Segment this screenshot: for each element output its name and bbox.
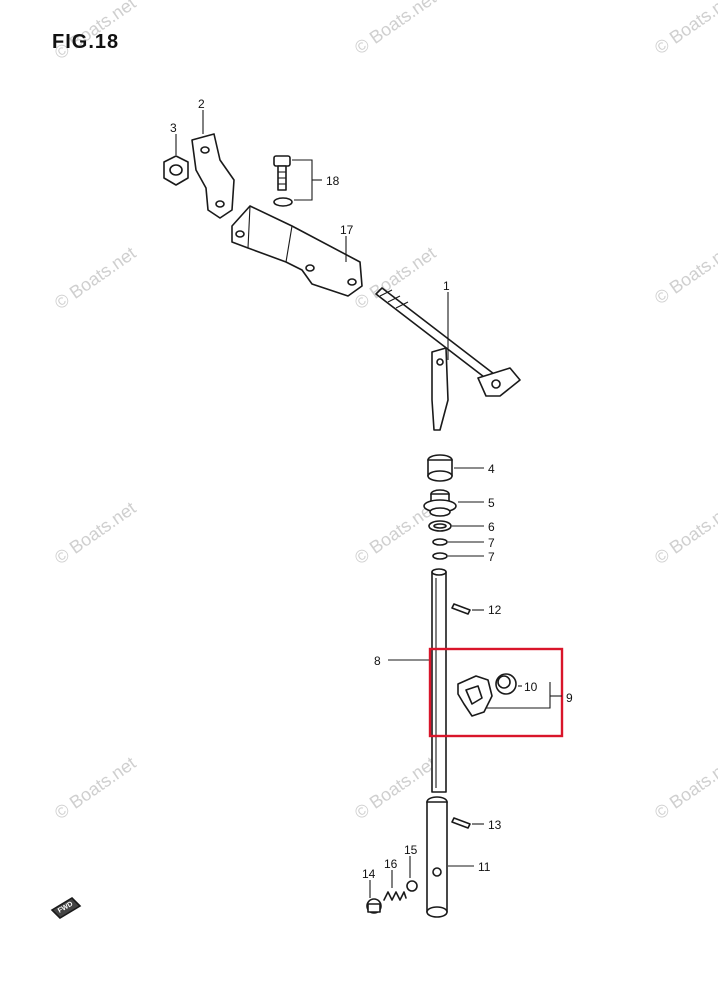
- part-7-o-ring-lower[interactable]: [432, 552, 448, 560]
- part-18-bolt[interactable]: [273, 155, 293, 207]
- callout-4[interactable]: 4: [488, 462, 495, 476]
- watermark-9: © Boats.net: [651, 498, 718, 568]
- callout-9[interactable]: 9: [566, 691, 573, 705]
- watermarks: © Boats.net © Boats.net © Boats.net © Bo…: [51, 0, 718, 823]
- callout-2[interactable]: 2: [198, 97, 205, 111]
- callout-11[interactable]: 11: [478, 860, 491, 874]
- bracket-18: [292, 159, 313, 201]
- part-17-lever[interactable]: [231, 205, 363, 297]
- callout-7-lower[interactable]: 7: [488, 550, 495, 564]
- callout-1[interactable]: 1: [443, 279, 450, 293]
- figure-title: FIG.18: [52, 31, 119, 53]
- part-4-grommet[interactable]: [427, 454, 453, 482]
- part-3-nut[interactable]: [163, 155, 189, 186]
- callout-16[interactable]: 16: [384, 857, 398, 871]
- callout-15[interactable]: 15: [404, 843, 418, 857]
- part-7-o-ring-upper[interactable]: [432, 538, 448, 546]
- watermark-10: © Boats.net: [51, 753, 140, 823]
- callout-14[interactable]: 14: [362, 867, 376, 881]
- fwd-badge: FWD: [50, 896, 82, 920]
- part-6-o-ring[interactable]: [428, 520, 452, 532]
- callout-7-upper[interactable]: 7: [488, 536, 495, 550]
- callout-3[interactable]: 3: [170, 121, 177, 135]
- part-12-pin[interactable]: [451, 603, 471, 615]
- callout-10[interactable]: 10: [524, 680, 538, 694]
- part-13-pin[interactable]: [451, 817, 471, 829]
- part-9-shift-cam[interactable]: [457, 675, 493, 717]
- part-11-lower-shaft[interactable]: [426, 796, 448, 918]
- part-14-plunger[interactable]: [366, 898, 382, 914]
- watermark-7: © Boats.net: [51, 498, 140, 568]
- watermark-6: © Boats.net: [651, 238, 718, 308]
- watermark-12: © Boats.net: [651, 753, 718, 823]
- part-2-bracket[interactable]: [191, 133, 235, 219]
- callout-6[interactable]: 6: [488, 520, 495, 534]
- part-16-spring[interactable]: [383, 891, 407, 901]
- part-15-ball[interactable]: [406, 880, 418, 892]
- callout-18[interactable]: 18: [326, 174, 340, 188]
- highlight-box-part-9: [428, 647, 564, 738]
- callout-12[interactable]: 12: [488, 603, 502, 617]
- watermark-3: © Boats.net: [651, 0, 718, 58]
- callout-13[interactable]: 13: [488, 818, 502, 832]
- watermark-2: © Boats.net: [351, 0, 440, 58]
- part-1-shift-rod[interactable]: [375, 287, 521, 431]
- callout-5[interactable]: 5: [488, 496, 495, 510]
- bracket-9: [486, 682, 551, 709]
- part-5-bushing[interactable]: [423, 489, 457, 517]
- part-10-roller[interactable]: [495, 673, 517, 695]
- callout-8[interactable]: 8: [374, 654, 381, 668]
- part-8-shaft[interactable]: [431, 568, 447, 793]
- watermark-4: © Boats.net: [51, 243, 140, 313]
- callout-17[interactable]: 17: [340, 223, 354, 237]
